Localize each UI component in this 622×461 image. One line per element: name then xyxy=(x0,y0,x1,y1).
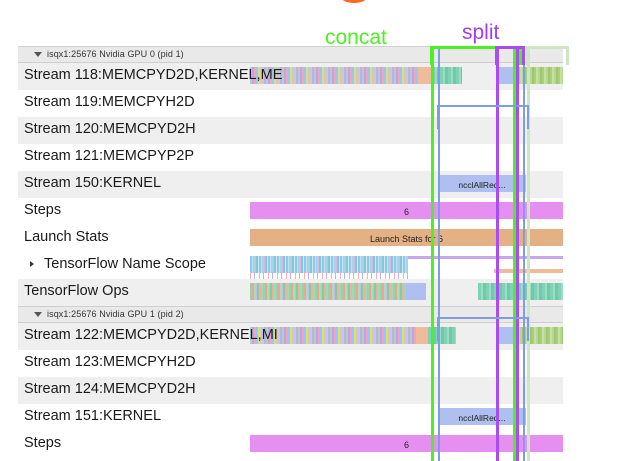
label-backdrop xyxy=(18,323,250,350)
annotation-guide-nccl-left xyxy=(438,46,440,461)
label-backdrop xyxy=(18,458,250,461)
process-group-gpu-0: isqx1:25676 Nvidia GPU 0 (pid 1) Stream … xyxy=(18,46,622,306)
label-backdrop xyxy=(18,198,250,225)
label-backdrop xyxy=(18,144,250,171)
label-backdrop xyxy=(18,350,250,377)
row-label: Stream 123:MEMCPYH2D xyxy=(24,354,196,370)
row-label: Stream 118:MEMCPYD2D,KERNEL,ME xyxy=(24,67,283,83)
label-backdrop xyxy=(18,90,250,117)
annotation-guide-concat-right xyxy=(513,46,516,461)
row-label: Stream 151:KERNEL xyxy=(24,408,162,424)
annotation-guide-split-right xyxy=(516,46,519,461)
timeline-row[interactable]: Stream 119:MEMCPYH2D xyxy=(18,90,622,117)
label-backdrop xyxy=(18,377,250,404)
group-title: isqx1:25676 Nvidia GPU 0 (pid 1) xyxy=(47,49,184,59)
annotation-guide-concat-left xyxy=(431,46,434,461)
row-label: TensorFlow Ops xyxy=(24,283,129,299)
annotation-box-split xyxy=(495,46,525,65)
group-header-gpu-1[interactable]: isqx1:25676 Nvidia GPU 1 (pid 2) xyxy=(18,306,622,323)
row-label: Stream 124:MEMCPYD2H xyxy=(24,381,196,397)
group-title: isqx1:25676 Nvidia GPU 1 (pid 2) xyxy=(47,309,184,319)
row-label: Stream 121:MEMCPYP2P xyxy=(24,148,195,164)
label-backdrop xyxy=(18,171,250,198)
row-label: Stream 122:MEMCPYD2D,KERNEL,MI xyxy=(24,327,278,343)
label-backdrop xyxy=(18,225,250,252)
timeline-row[interactable]: Stream 120:MEMCPYD2H xyxy=(18,117,622,144)
annotation-guide-split-left xyxy=(496,46,499,461)
label-backdrop xyxy=(18,63,250,90)
timeline-row[interactable]: Stream 122:MEMCPYD2D,KERNEL,MI xyxy=(18,323,622,350)
annotation-box-concat xyxy=(430,46,522,65)
timeline-row[interactable]: Launch Stats for 6 Launch Stats xyxy=(18,225,622,252)
timeline-row[interactable]: ncclAllRed... Stream 150:KERNEL xyxy=(18,171,622,198)
timeline-row[interactable]: ncclAllRed... Stream 151:KERNEL xyxy=(18,404,622,431)
chevron-down-icon[interactable] xyxy=(34,52,42,57)
row-label: Steps xyxy=(24,435,62,451)
annotation-guide-weight-update xyxy=(527,46,530,461)
timeline-row[interactable]: 6 Steps xyxy=(18,198,622,225)
annotation-box-nccl-gpu0 xyxy=(437,105,529,129)
process-group-gpu-1: isqx1:25676 Nvidia GPU 1 (pid 2) Stream … xyxy=(18,306,622,461)
annotation-box-nccl-gpu1 xyxy=(437,317,529,341)
label-backdrop xyxy=(18,117,250,144)
row-label: Stream 120:MEMCPYD2H xyxy=(24,121,196,137)
annotation-guide-nccl-right xyxy=(523,46,525,461)
timeline-row[interactable]: TensorFlow Name Scope xyxy=(18,458,622,461)
trace-viewer-panel[interactable]: isqx1:25676 Nvidia GPU 0 (pid 1) Stream … xyxy=(18,46,622,461)
timeline-row[interactable]: Stream 124:MEMCPYD2H xyxy=(18,377,622,404)
timeline-row[interactable]: Stream 118:MEMCPYD2D,KERNEL,ME xyxy=(18,63,622,90)
label-backdrop xyxy=(18,252,250,279)
row-label: Launch Stats xyxy=(24,229,109,245)
group-header-gpu-0[interactable]: isqx1:25676 Nvidia GPU 0 (pid 1) xyxy=(18,46,622,63)
row-label: Stream 119:MEMCPYH2D xyxy=(24,94,195,110)
chevron-right-icon[interactable] xyxy=(30,261,34,267)
timeline-row[interactable]: TensorFlow Ops xyxy=(18,279,622,306)
chevron-down-icon[interactable] xyxy=(34,312,42,317)
row-label-expandable[interactable]: TensorFlow Name Scope xyxy=(30,256,206,272)
label-backdrop xyxy=(18,431,250,458)
row-label: Stream 150:KERNEL xyxy=(24,175,162,191)
timeline-row[interactable]: Stream 121:MEMCPYP2P xyxy=(18,144,622,171)
annotation-label-split: split xyxy=(462,21,500,44)
timeline-row[interactable]: Stream 123:MEMCPYH2D xyxy=(18,350,622,377)
timeline-row[interactable]: 6 Steps xyxy=(18,431,622,458)
annotation-label-concat: concat xyxy=(325,26,387,49)
label-backdrop xyxy=(18,404,250,431)
row-label-text: TensorFlow Name Scope xyxy=(44,256,206,272)
timeline-row[interactable]: TensorFlow Name Scope xyxy=(18,252,622,279)
orange-arc-marker xyxy=(341,0,367,3)
row-label: Steps xyxy=(24,202,62,218)
annotation-box-weight-update xyxy=(526,46,569,65)
timeline-empty-right xyxy=(563,46,622,461)
label-backdrop xyxy=(18,279,250,306)
